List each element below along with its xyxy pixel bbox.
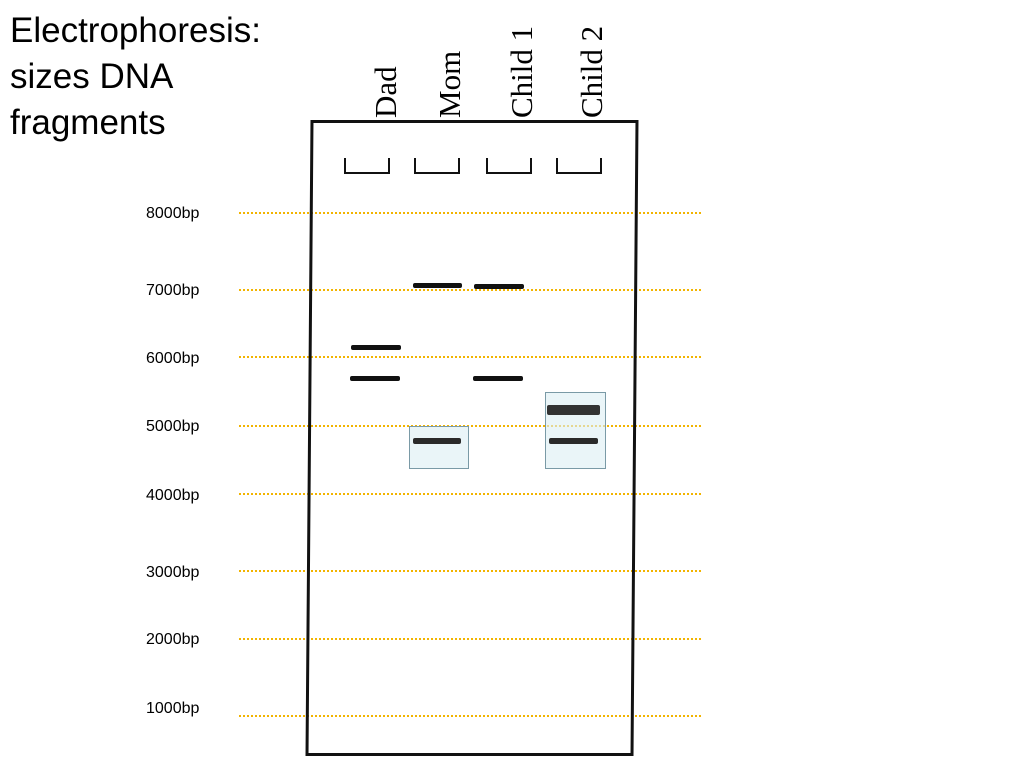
- size-label-5000: 5000bp: [146, 418, 200, 435]
- size-label-8000: 8000bp: [146, 205, 200, 222]
- highlight-box-child-2: [545, 392, 606, 469]
- reference-line-7000: [239, 289, 701, 291]
- band-dad-lower: [350, 376, 400, 381]
- size-label-4000: 4000bp: [146, 487, 200, 504]
- band-child-2-lower: [549, 438, 598, 444]
- well-child-1: [486, 158, 532, 174]
- size-label-1000: 1000bp: [146, 700, 200, 717]
- highlight-box-mom: [409, 426, 469, 469]
- lane-label-child-1: Child 1: [504, 25, 539, 118]
- band-child-2-upper: [547, 405, 600, 415]
- reference-line-5000: [239, 425, 701, 427]
- lane-label-mom: Mom: [432, 50, 467, 118]
- reference-line-1000: [239, 715, 701, 717]
- reference-line-4000: [239, 493, 701, 495]
- lane-label-child-2: Child 2: [574, 25, 609, 118]
- lane-label-dad: Dad: [368, 66, 403, 118]
- band-child-1-upper: [474, 284, 524, 289]
- well-child-2: [556, 158, 602, 174]
- reference-line-8000: [239, 212, 701, 214]
- title-line-3: fragments: [10, 103, 166, 142]
- band-mom-upper: [413, 283, 462, 288]
- size-label-6000: 6000bp: [146, 350, 200, 367]
- reference-line-3000: [239, 570, 701, 572]
- size-label-2000: 2000bp: [146, 631, 200, 648]
- well-dad: [344, 158, 390, 174]
- title-line-1: Electrophoresis:: [10, 11, 261, 50]
- band-dad-upper: [351, 345, 401, 350]
- slide-title: Electrophoresis: sizes DNA fragments: [10, 8, 310, 146]
- band-mom-lower: [413, 438, 461, 444]
- well-mom: [414, 158, 460, 174]
- band-child-1-lower: [473, 376, 523, 381]
- title-line-2: sizes DNA: [10, 57, 174, 96]
- reference-line-6000: [239, 356, 701, 358]
- reference-line-2000: [239, 638, 701, 640]
- size-label-3000: 3000bp: [146, 564, 200, 581]
- size-label-7000: 7000bp: [146, 282, 200, 299]
